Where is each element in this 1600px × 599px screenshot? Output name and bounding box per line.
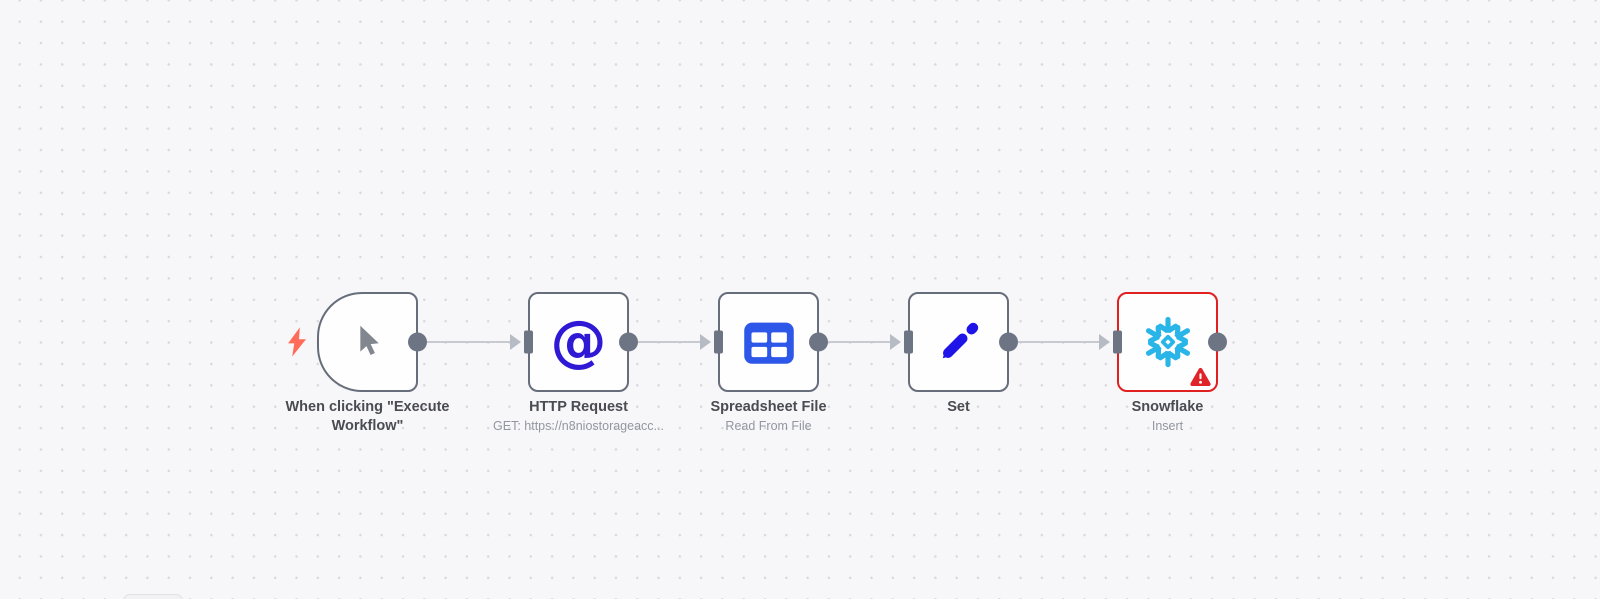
node-title: When clicking "Execute Workflow": [285, 399, 450, 434]
node-subtitle: Read From File: [725, 418, 812, 433]
spreadsheet-table-icon: [740, 313, 798, 371]
connection-spreadsheet-to-set[interactable]: [828, 341, 890, 343]
output-endpoint[interactable]: [999, 332, 1018, 352]
error-warning-icon: [1189, 367, 1212, 387]
node-snowflake[interactable]: Snowflake Insert: [1113, 292, 1227, 433]
node-http-request[interactable]: @ HTTP Request GET: https://n8niostorage…: [493, 292, 664, 433]
connection-trigger-to-http[interactable]: [427, 341, 510, 343]
node-manual-trigger[interactable]: When clicking "Execute Workflow": [285, 292, 450, 434]
pencil-icon: [935, 318, 983, 366]
connection-arrow-icon: [1099, 334, 1110, 350]
snowflake-icon: [1141, 315, 1195, 369]
input-endpoint[interactable]: [714, 330, 723, 354]
at-icon: @: [550, 309, 607, 374]
input-endpoint[interactable]: [524, 330, 533, 354]
connection-arrow-icon: [510, 334, 521, 350]
input-endpoint[interactable]: [904, 330, 913, 354]
node-label: HTTP Request GET: https://n8niostorageac…: [459, 398, 699, 434]
output-endpoint[interactable]: [619, 332, 638, 352]
node-subtitle: Insert: [1151, 418, 1184, 433]
node-label: When clicking "Execute Workflow": [270, 398, 466, 436]
node-title: Set: [947, 399, 970, 415]
lightning-bolt-icon: [288, 327, 306, 357]
connection-http-to-spreadsheet[interactable]: [638, 341, 700, 343]
connection-arrow-icon: [700, 334, 711, 350]
output-endpoint[interactable]: [1208, 332, 1227, 352]
node-subtitle: GET: https://n8niostorageacc...: [493, 418, 664, 433]
node-label: Spreadsheet File Read From File: [649, 398, 889, 434]
input-endpoint[interactable]: [1113, 330, 1122, 354]
node-title: Snowflake: [1131, 399, 1204, 415]
cursor-icon: [345, 319, 391, 365]
node-title: Spreadsheet File: [710, 399, 827, 415]
bottom-edge-partial-control: [123, 594, 183, 599]
output-endpoint[interactable]: [408, 332, 427, 352]
node-spreadsheet-file[interactable]: Spreadsheet File Read From File: [710, 292, 828, 433]
node-label: Snowflake Insert: [1048, 398, 1288, 434]
node-set[interactable]: Set: [904, 292, 1018, 415]
node-title: HTTP Request: [529, 399, 628, 415]
output-endpoint[interactable]: [809, 332, 828, 352]
connection-arrow-icon: [890, 334, 901, 350]
node-label: Set: [839, 398, 1079, 417]
connection-set-to-snowflake[interactable]: [1018, 341, 1099, 343]
